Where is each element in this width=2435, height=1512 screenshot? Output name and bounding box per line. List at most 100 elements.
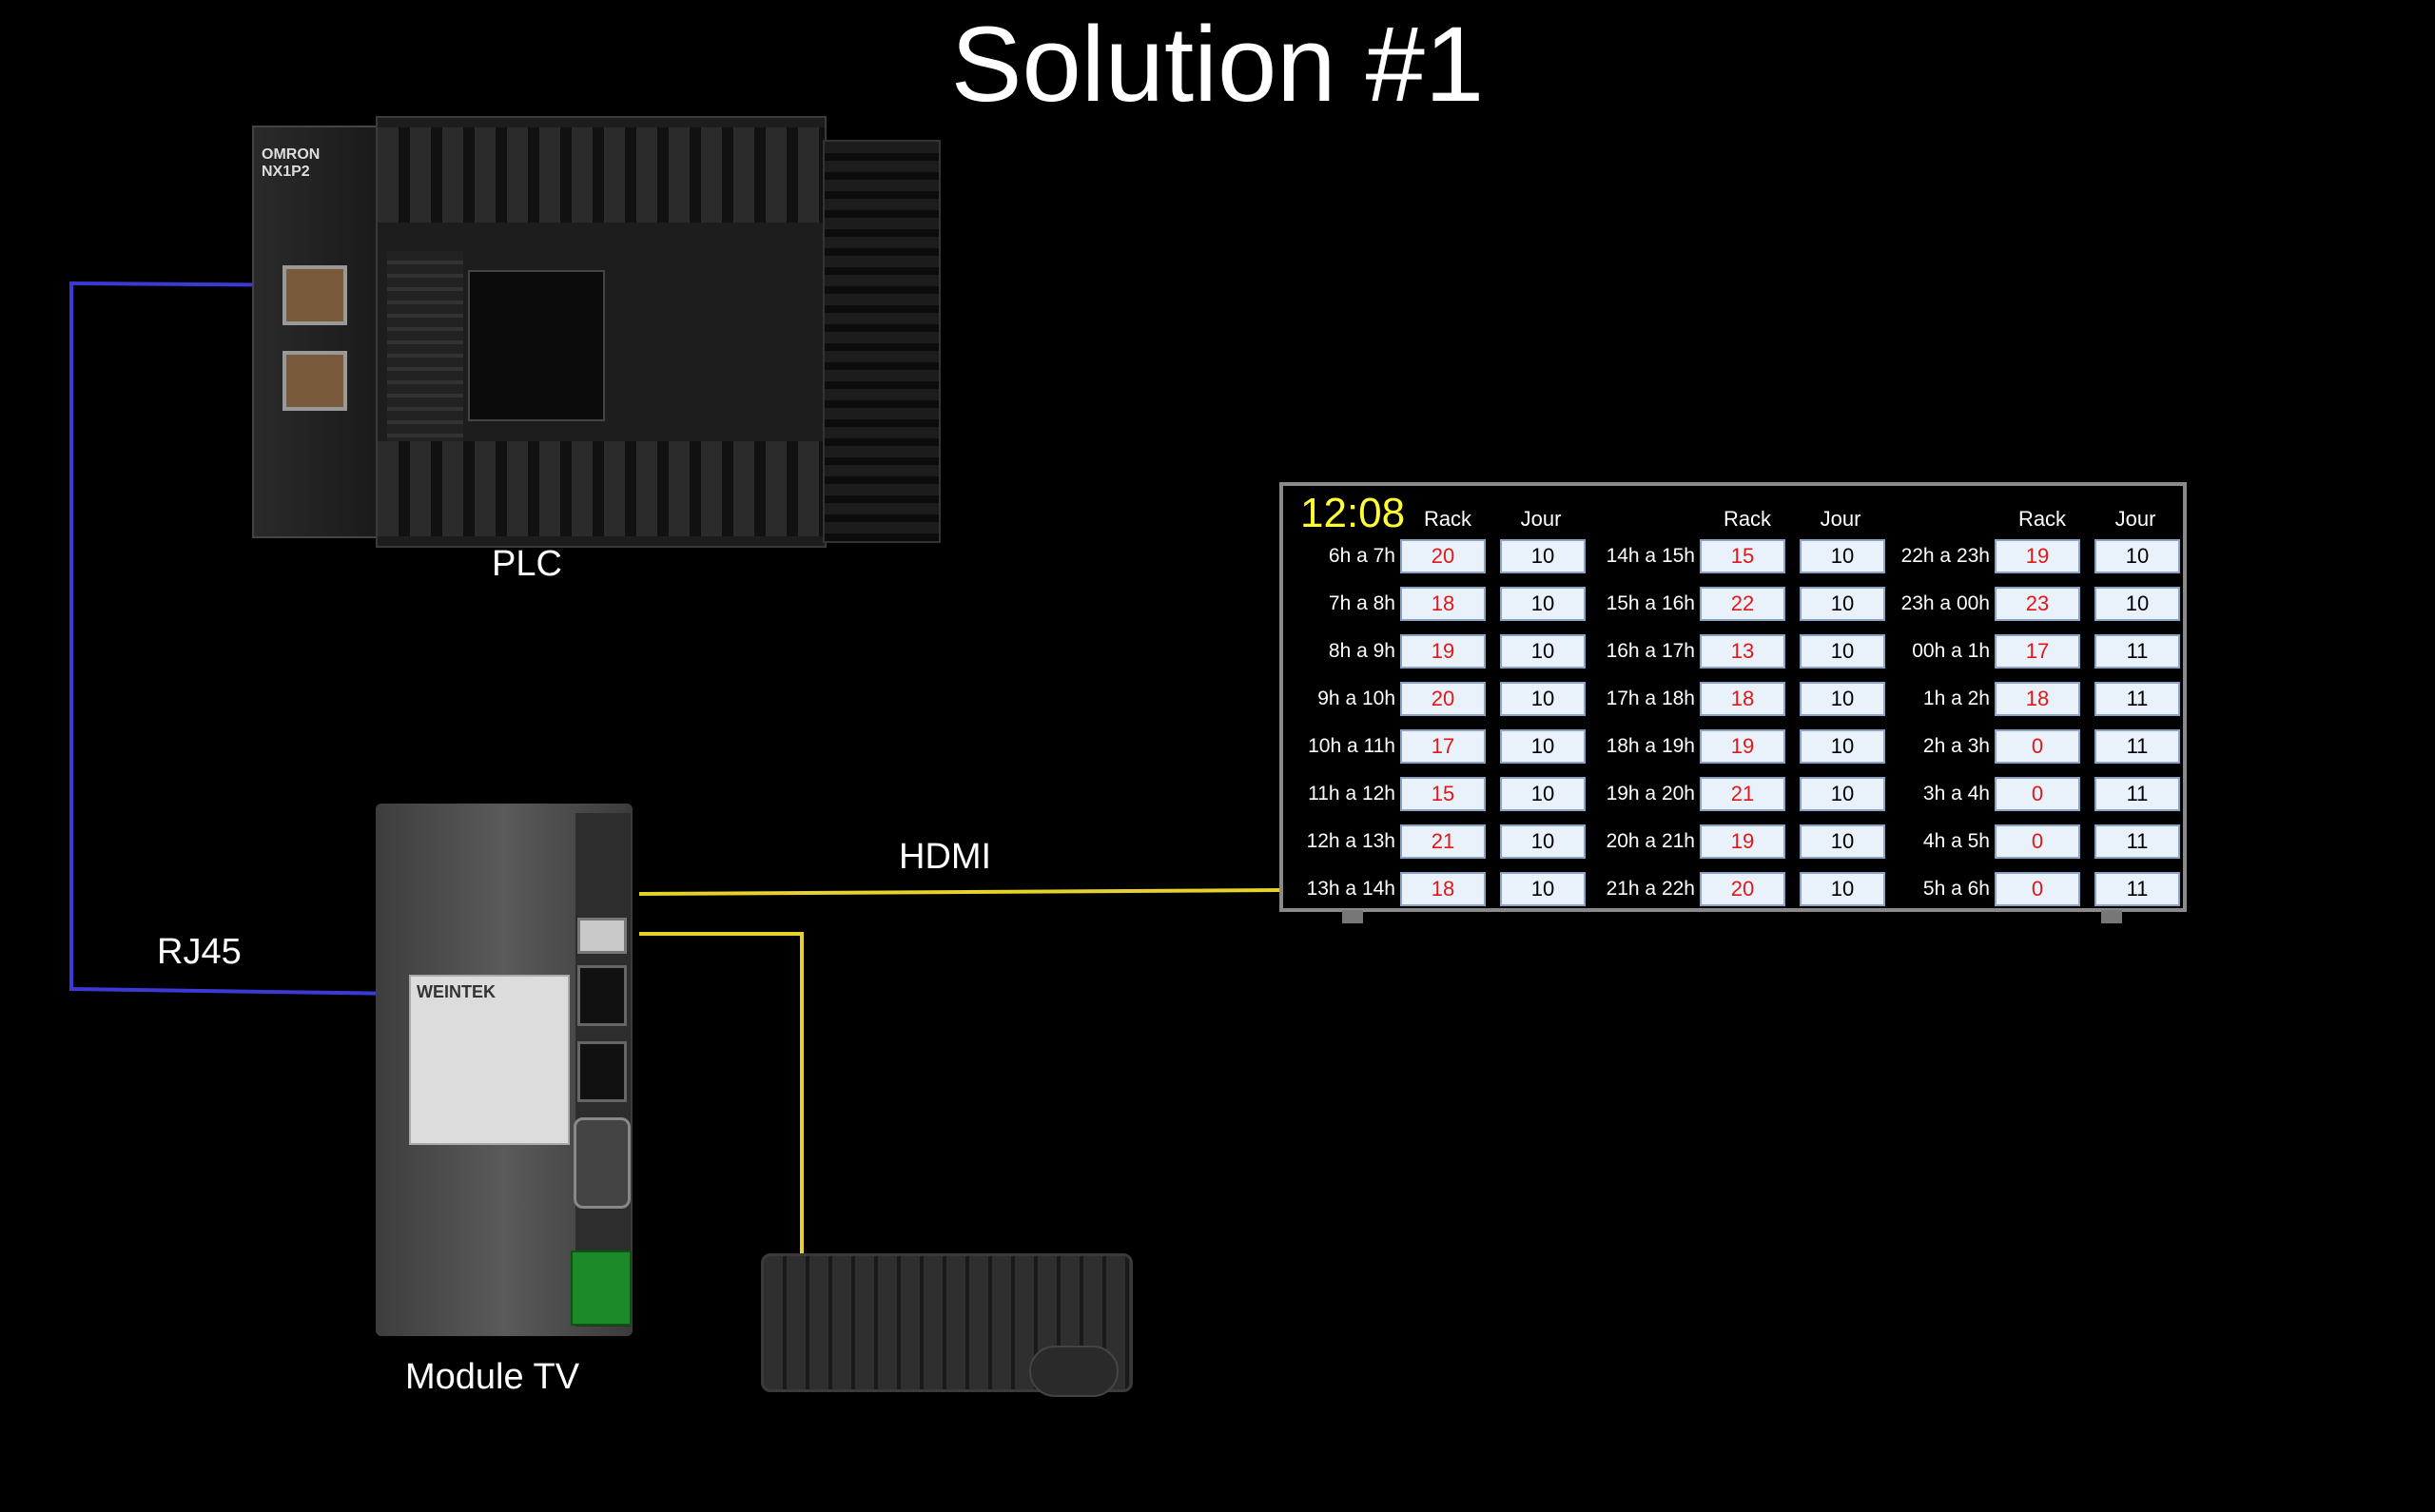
jour-value: 10 [1500, 539, 1586, 573]
rack-header: Rack [1423, 507, 1472, 531]
time-slot-label: 6h a 7h [1328, 545, 1395, 567]
mouse-icon [1029, 1346, 1119, 1397]
jour-value: 10 [1500, 872, 1586, 906]
hdmi-cable [638, 888, 1280, 896]
rack-value: 19 [1995, 539, 2080, 573]
time-slot-label: 2h a 3h [1922, 735, 1990, 757]
jour-value: 11 [2094, 682, 2180, 716]
jour-value: 10 [1800, 777, 1885, 811]
rack-value: 17 [1995, 634, 2080, 669]
jour-value: 11 [2094, 872, 2180, 906]
rack-value: 18 [1995, 682, 2080, 716]
rack-value: 19 [1700, 729, 1785, 764]
jour-value: 10 [1500, 587, 1586, 621]
ethercat-port [282, 351, 347, 411]
jour-header: Jour [2114, 507, 2156, 531]
lan1-port [577, 1041, 627, 1102]
jour-value: 11 [2094, 777, 2180, 811]
time-slot-label: 1h a 2h [1922, 688, 1990, 709]
keyboard-cable [639, 932, 804, 1257]
page-title: Solution #1 [950, 5, 1485, 124]
jour-value: 10 [2094, 539, 2180, 573]
plc-device: OMRON NX1P2 [252, 107, 946, 553]
power-terminal [571, 1250, 632, 1326]
rack-value: 19 [1400, 634, 1486, 669]
rack-value: 20 [1700, 872, 1785, 906]
rack-value: 13 [1700, 634, 1785, 669]
time-slot-label: 20h a 21h [1606, 830, 1695, 852]
rack-header: Rack [2017, 507, 2067, 531]
rack-value: 17 [1400, 729, 1486, 764]
input-terminal-block [378, 127, 825, 223]
jour-value: 11 [2094, 729, 2180, 764]
usb-port [577, 918, 627, 954]
time-slot-label: 15h a 16h [1606, 592, 1695, 614]
time-slot-label: 13h a 14h [1306, 878, 1395, 900]
ethernet-ip-port [282, 265, 347, 325]
rack-value: 21 [1400, 824, 1486, 859]
rack-value: 0 [1995, 824, 2080, 859]
rack-value: 19 [1700, 824, 1785, 859]
module-tv-device: WEINTEK [376, 804, 633, 1336]
time-slot-label: 00h a 1h [1912, 640, 1990, 662]
time-slot-label: 5h a 6h [1922, 878, 1990, 900]
module-tv-label: Module TV [405, 1357, 580, 1397]
clock-display: 12:08 [1300, 490, 1406, 536]
time-slot-label: 12h a 13h [1306, 830, 1395, 852]
jour-value: 10 [1800, 729, 1885, 764]
rack-value: 18 [1400, 872, 1486, 906]
jour-value: 10 [1800, 682, 1885, 716]
time-slot-label: 10h a 11h [1308, 735, 1395, 757]
plc-brand-label: OMRON NX1P2 [262, 146, 321, 180]
plc-end-cover [823, 140, 941, 543]
time-slot-label: 9h a 10h [1317, 688, 1395, 709]
rack-value: 0 [1995, 872, 2080, 906]
jour-value: 10 [1500, 682, 1586, 716]
plc-cover [468, 270, 605, 421]
time-slot-label: 18h a 19h [1606, 735, 1695, 757]
time-slot-label: 3h a 4h [1922, 783, 1990, 804]
rack-value: 23 [1995, 587, 2080, 621]
rj45-cable [69, 281, 600, 998]
rack-value: 0 [1995, 729, 2080, 764]
lan2-port [577, 965, 627, 1026]
time-slot-label: 4h a 5h [1922, 830, 1990, 852]
tv-foot-right [2101, 910, 2122, 923]
jour-value: 10 [1500, 729, 1586, 764]
time-slot-label: 22h a 23h [1900, 545, 1990, 567]
rack-value: 22 [1700, 587, 1785, 621]
time-slot-label: 7h a 8h [1328, 592, 1395, 614]
output-terminal-block [378, 441, 825, 536]
jour-value: 10 [1500, 824, 1586, 859]
rack-value: 18 [1400, 587, 1486, 621]
time-slot-label: 8h a 9h [1328, 640, 1395, 662]
jour-value: 10 [1500, 777, 1586, 811]
rack-header: Rack [1723, 507, 1772, 531]
jour-value: 10 [1800, 539, 1885, 573]
jour-header: Jour [1820, 507, 1861, 531]
rack-value: 20 [1400, 539, 1486, 573]
hdmi-label: HDMI [899, 837, 992, 877]
time-slot-label: 17h a 18h [1606, 688, 1695, 709]
jour-value: 10 [1500, 634, 1586, 669]
rack-value: 18 [1700, 682, 1785, 716]
jour-value: 11 [2094, 824, 2180, 859]
jour-value: 10 [1800, 634, 1885, 669]
jour-value: 10 [1800, 872, 1885, 906]
time-slot-label: 23h a 00h [1900, 592, 1990, 614]
com-port [574, 1117, 631, 1209]
tv-foot-left [1342, 910, 1363, 923]
plc-io-unit [376, 116, 827, 548]
rack-value: 20 [1400, 682, 1486, 716]
time-slot-label: 21h a 22h [1606, 878, 1695, 900]
time-slot-label: 14h a 15h [1606, 545, 1695, 567]
plc-label: PLC [492, 544, 562, 584]
rack-value: 21 [1700, 777, 1785, 811]
jour-header: Jour [1520, 507, 1562, 531]
jour-value: 11 [2094, 634, 2180, 669]
time-slot-label: 19h a 20h [1606, 783, 1695, 804]
rack-value: 0 [1995, 777, 2080, 811]
plc-cpu-unit: OMRON NX1P2 [252, 126, 380, 538]
